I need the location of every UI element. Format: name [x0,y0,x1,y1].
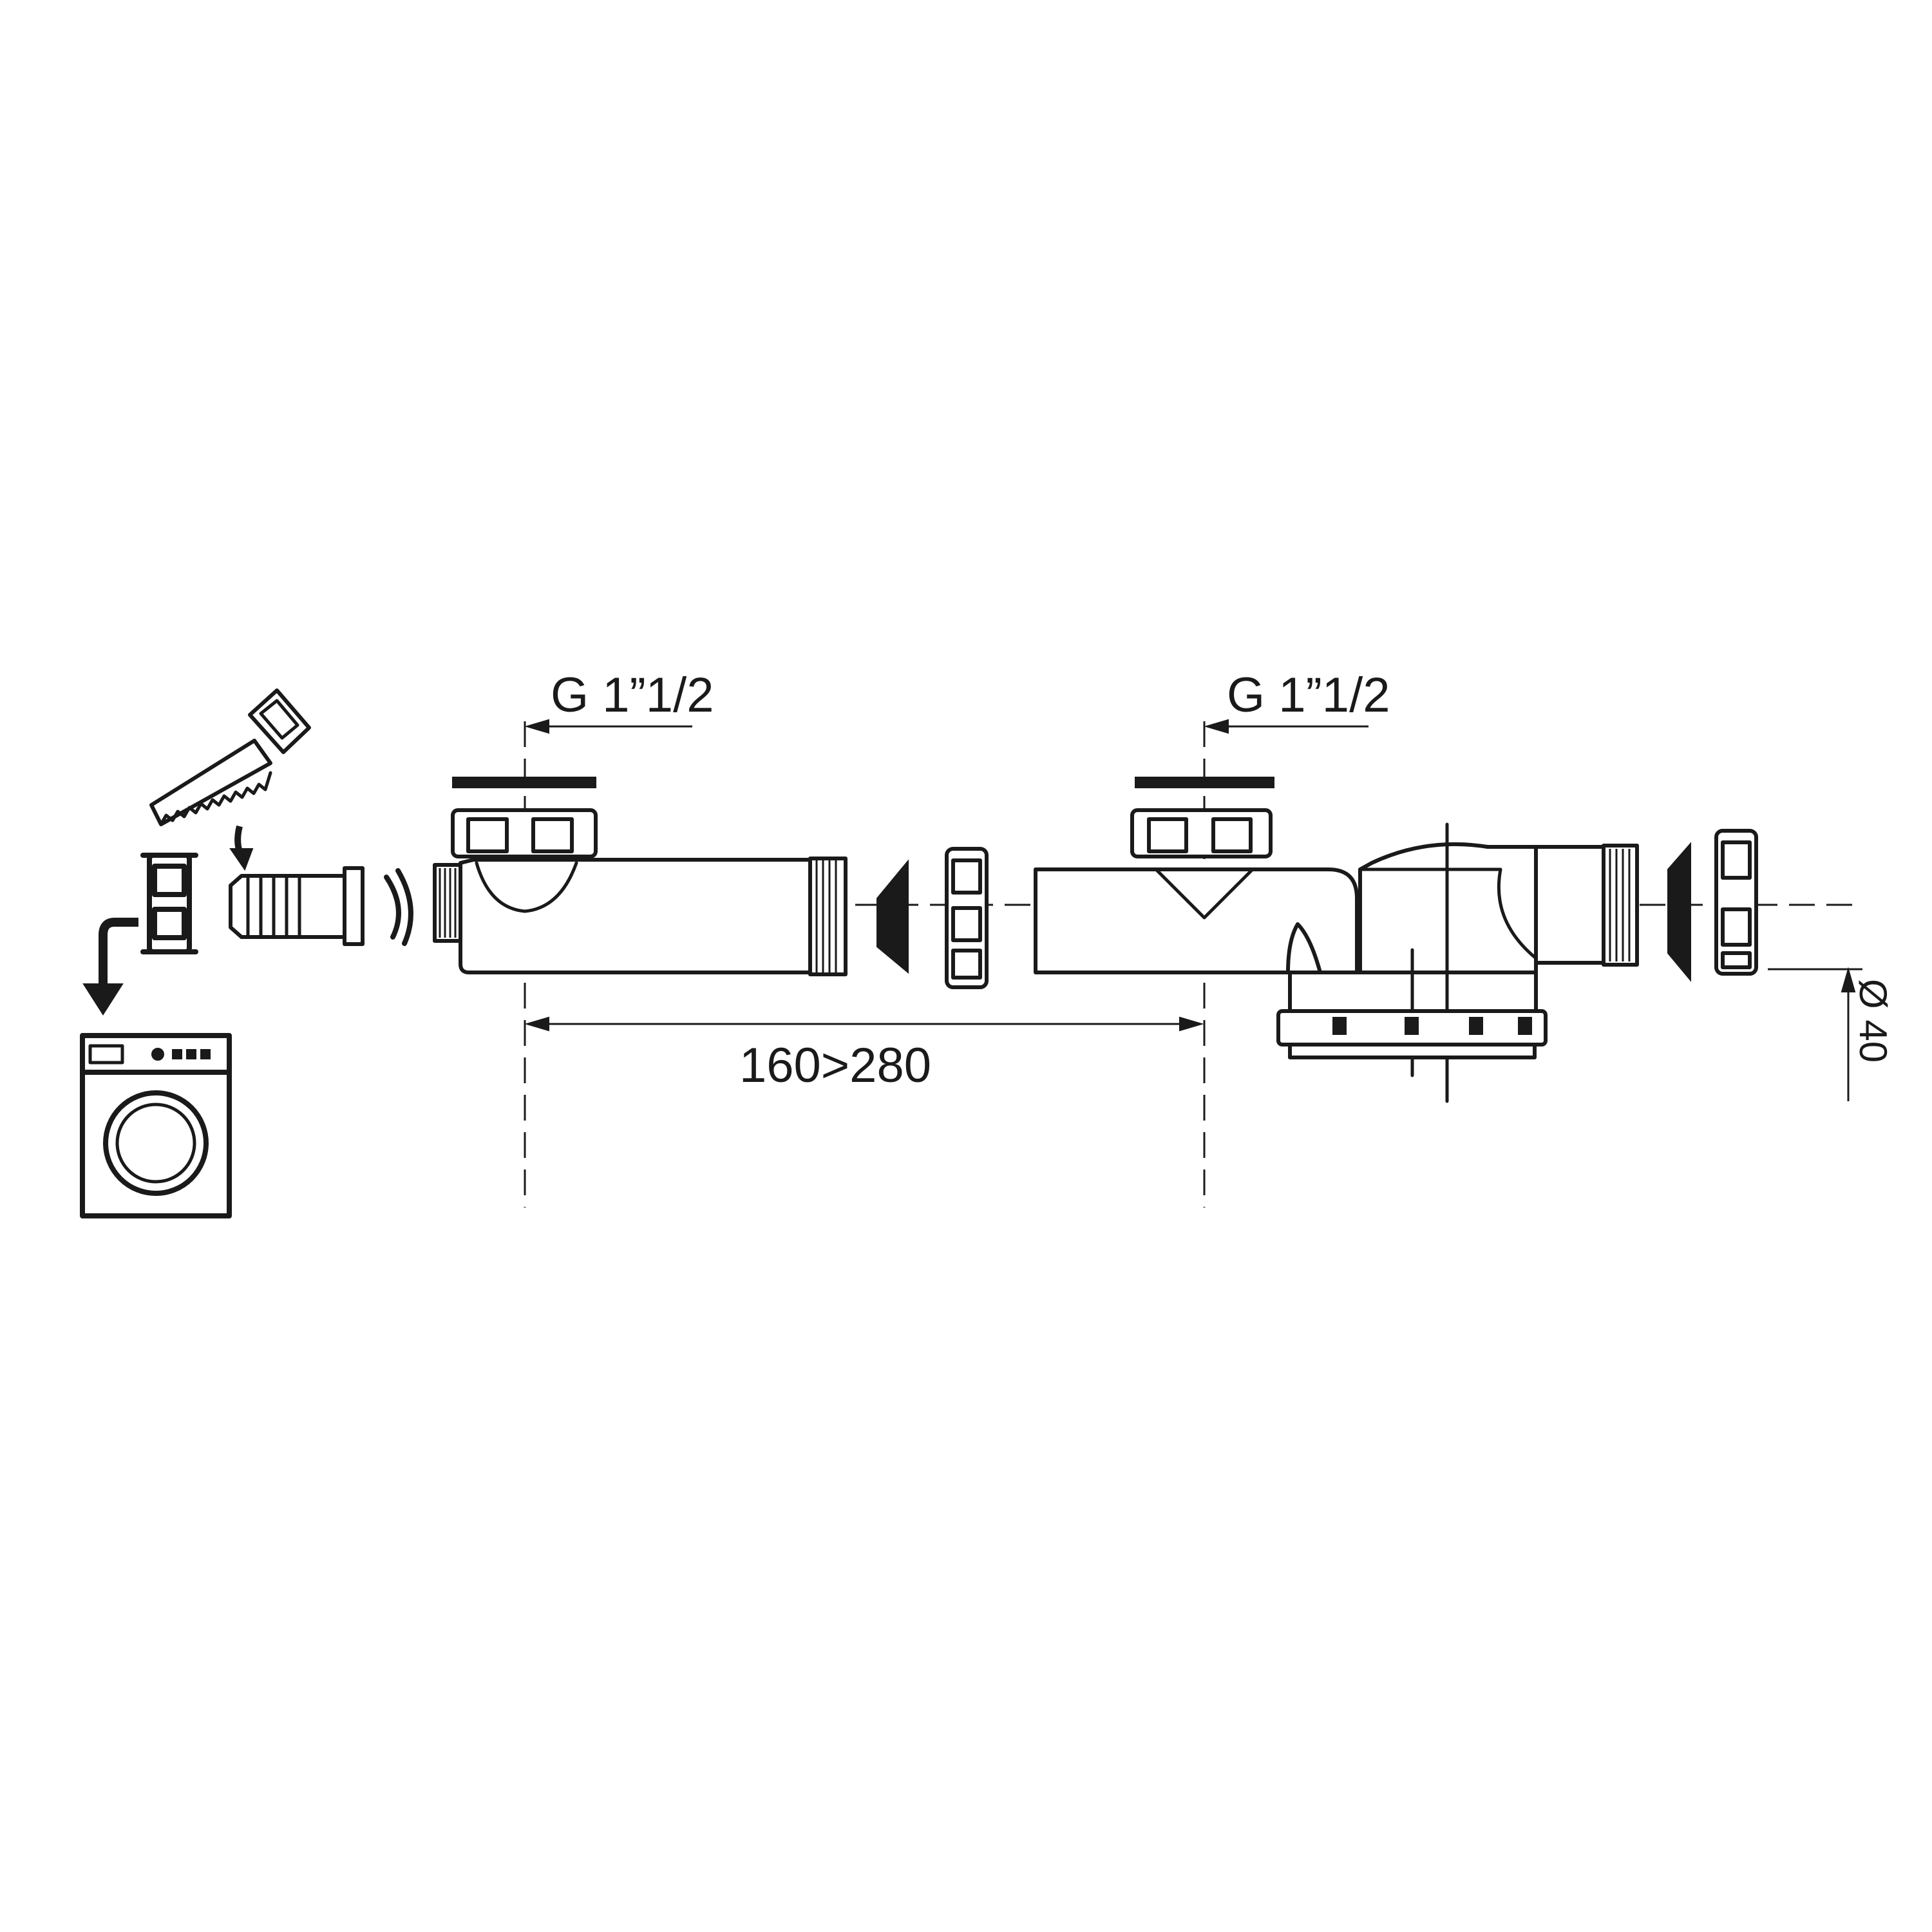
adjust-range-dimension [524,1016,1204,1032]
small-seal [384,875,401,940]
right-top-nut [1130,777,1274,858]
outlet-union-nut [1714,829,1758,976]
left-top-nut [451,777,598,858]
washing-machine-icon [80,1033,232,1218]
adjust-range-label: 160>280 [739,1038,931,1093]
cleanout-cap [1276,1009,1548,1059]
thread-label-left: G 1”1/2 [551,668,714,723]
diameter-dimension [1768,967,1862,1101]
cone-seal [876,859,909,974]
hand-saw-icon [149,688,311,826]
thread-label-right: G 1”1/2 [1227,668,1390,723]
left-trap-body [433,857,848,976]
adapter-nut [140,853,198,954]
diameter-label: Ø 40 [1852,979,1895,1063]
small-seal [395,868,413,946]
middle-union-nut [945,847,989,989]
bottle-trap [1288,822,1639,1103]
right-trap-body [1034,867,1359,974]
hose-adapter [229,866,365,946]
outlet-seal [1667,842,1691,982]
curved-arrow-icon [82,918,138,1016]
curved-arrow-icon [229,825,254,871]
thread-leader-right [1204,719,1368,734]
thread-leader-left [524,719,692,734]
